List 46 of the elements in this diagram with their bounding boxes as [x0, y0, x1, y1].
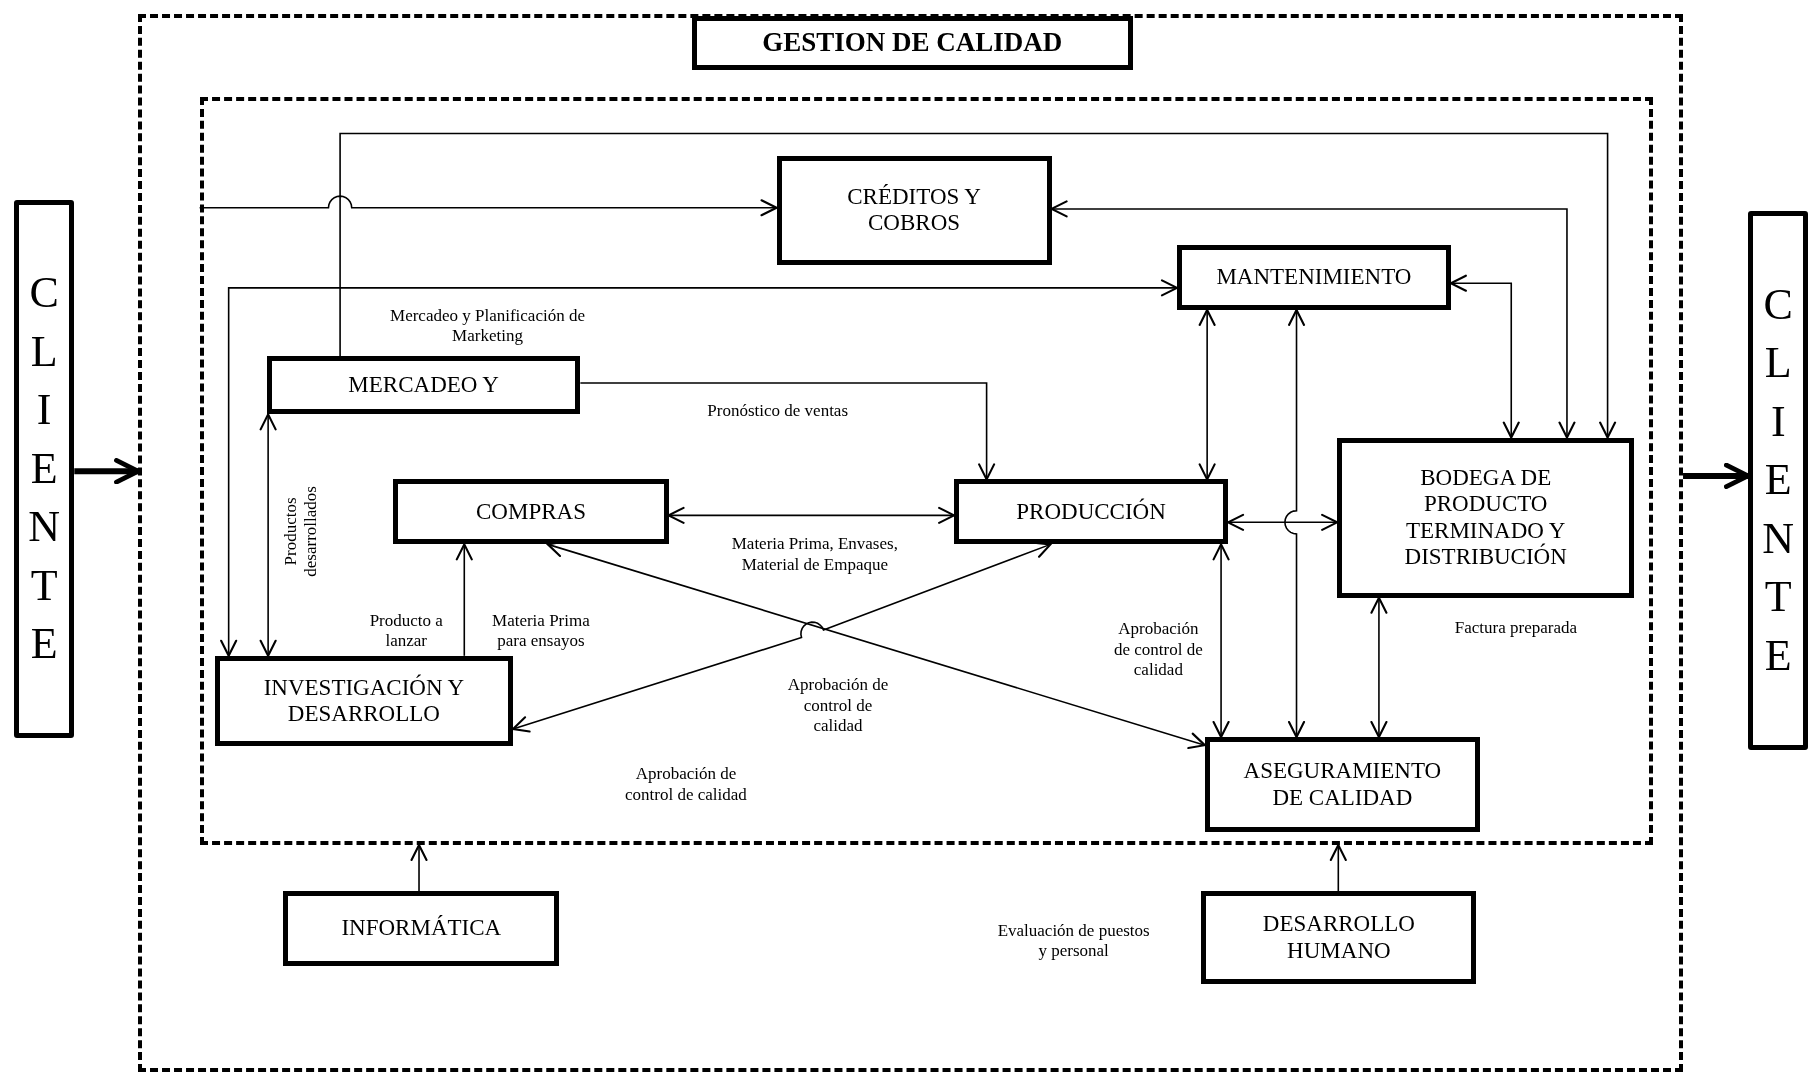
arrow: [667, 506, 956, 524]
arrow: [1198, 308, 1216, 481]
box-label: PRODUCCIÓN: [1016, 498, 1166, 526]
arrow: [1227, 513, 1339, 531]
box-label: INFORMÁTICA: [341, 915, 502, 942]
arrow: [579, 382, 996, 481]
arrow: [1370, 596, 1388, 739]
box-label: COMPRAS: [476, 498, 586, 526]
arrow: [1284, 308, 1306, 739]
arrow: [1050, 200, 1576, 439]
process-box: [214, 655, 513, 747]
box-label: MANTENIMIENTO: [1216, 264, 1412, 291]
box-label: BODEGA DE PRODUCTO TERMINADO Y DISTRIBUCIÓN: [1403, 464, 1568, 571]
box-label: CLIENTE: [27, 267, 61, 671]
arrow: [512, 541, 1052, 733]
arrow: [1329, 843, 1347, 893]
arrow: [1212, 543, 1230, 739]
client-box: [1748, 211, 1809, 750]
process-box: [283, 891, 560, 966]
title-box: [691, 16, 1133, 70]
process-box: [776, 155, 1052, 265]
process-box: [1337, 437, 1635, 598]
edge-label: Productos desarrollados: [281, 485, 322, 579]
process-box: [1176, 244, 1451, 310]
process-box: [266, 356, 581, 415]
arrow: [1449, 274, 1520, 439]
box-label: ASEGURAMIENTO DE CALIDAD: [1242, 758, 1443, 812]
arrow: [410, 843, 428, 893]
process-box: [954, 479, 1228, 545]
client-box: [13, 199, 75, 739]
arrow: [198, 195, 778, 217]
box-label: MERCADEO Y: [348, 372, 499, 399]
box-label: CRÉDITOS Y COBROS: [846, 183, 982, 237]
arrow: [339, 132, 1617, 439]
box-label: INVESTIGACIÓN Y DESARROLLO: [262, 674, 466, 728]
process-box: [1204, 737, 1480, 833]
arrow: [1683, 462, 1751, 490]
arrow: [259, 413, 277, 657]
process-box: [393, 479, 669, 545]
arrow: [220, 279, 1178, 657]
arrow: [74, 458, 141, 485]
arrow: [455, 543, 473, 657]
title: GESTION DE CALIDAD: [762, 27, 1063, 59]
box-label: CLIENTE: [1761, 278, 1795, 682]
process-box: [1201, 891, 1477, 985]
box-label: DESARROLLO HUMANO: [1261, 911, 1416, 965]
